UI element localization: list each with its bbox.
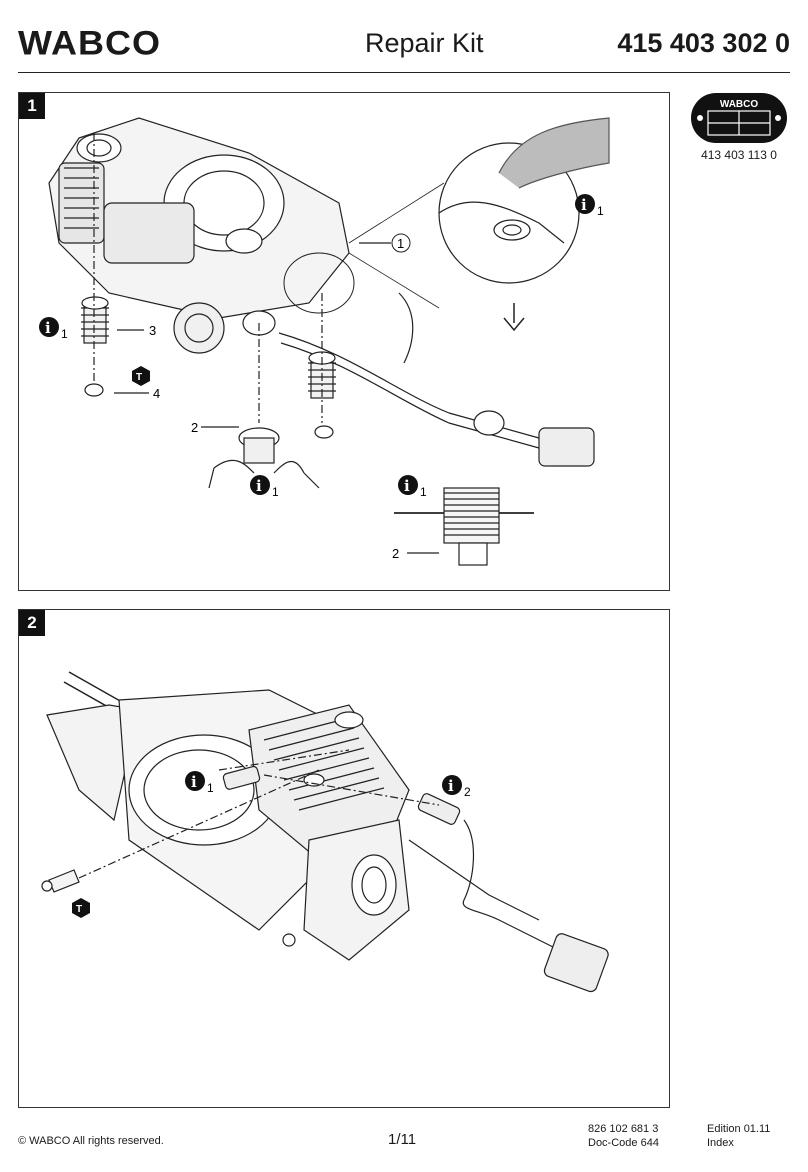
callout-label: 1 [397, 236, 404, 251]
doc-number: 826 102 681 3 [588, 1123, 659, 1135]
copyright: © WABCO All rights reserved. [18, 1135, 164, 1147]
header-divider [18, 72, 790, 73]
svg-text:T: T [136, 372, 142, 383]
svg-text:i: i [191, 773, 197, 791]
doc-codes: 826 102 681 3 Doc-Code 644 [588, 1122, 659, 1150]
callout-label: 2 [392, 546, 399, 561]
svg-text:i: i [404, 477, 410, 495]
torque-icon: T [72, 898, 90, 918]
seal-part-number: 413 403 113 0 [701, 148, 777, 162]
svg-text:1: 1 [597, 204, 604, 218]
page-indicator: 1/11 [388, 1131, 417, 1148]
brand-logo: WABCO [18, 23, 161, 62]
svg-text:2: 2 [464, 785, 471, 799]
edition: Edition 01.11 [707, 1123, 771, 1135]
callout-label: 4 [153, 386, 160, 401]
info-icon: i 2 [442, 775, 471, 799]
wabco-seal-icon: WABCO [691, 93, 787, 143]
doc-code: Doc-Code 644 [588, 1137, 659, 1149]
info-icon: i 1 [250, 475, 279, 499]
torque-icon: T [132, 366, 150, 386]
svg-text:i: i [448, 777, 454, 795]
info-icon: i 1 [398, 475, 427, 499]
panel-number: 1 [19, 93, 45, 119]
info-icon: i 1 [39, 317, 68, 341]
repair-seal: WABCO 413 403 113 0 [690, 92, 788, 162]
panel-number: 2 [19, 610, 45, 636]
index-label: Index [707, 1137, 734, 1149]
compressor-head-drawing: i 1 i 2 T [41, 671, 609, 993]
svg-text:1: 1 [207, 781, 214, 795]
seal-brand: WABCO [720, 99, 759, 110]
svg-text:1: 1 [272, 485, 279, 499]
page-title: Repair Kit [365, 28, 484, 58]
svg-text:i: i [256, 477, 262, 495]
svg-text:1: 1 [420, 485, 427, 499]
callout-label: 2 [191, 420, 198, 435]
svg-text:i: i [45, 319, 51, 337]
part-number: 415 403 302 0 [617, 28, 790, 58]
info-icon: i 1 [185, 771, 214, 795]
svg-text:T: T [76, 904, 82, 915]
info-icon: i 1 [575, 194, 604, 218]
svg-text:i: i [581, 196, 587, 214]
illustration-panel-2: 2 [18, 609, 670, 1108]
compressor-disassembly-drawing: 1 3 4 2 2 i 1 i 1 i 1 i 1 T [39, 117, 610, 566]
edition-info: Edition 01.11 Index [707, 1122, 770, 1150]
illustration-panel-1: 1 [18, 92, 670, 591]
svg-text:1: 1 [61, 327, 68, 341]
callout-label: 3 [149, 323, 156, 338]
